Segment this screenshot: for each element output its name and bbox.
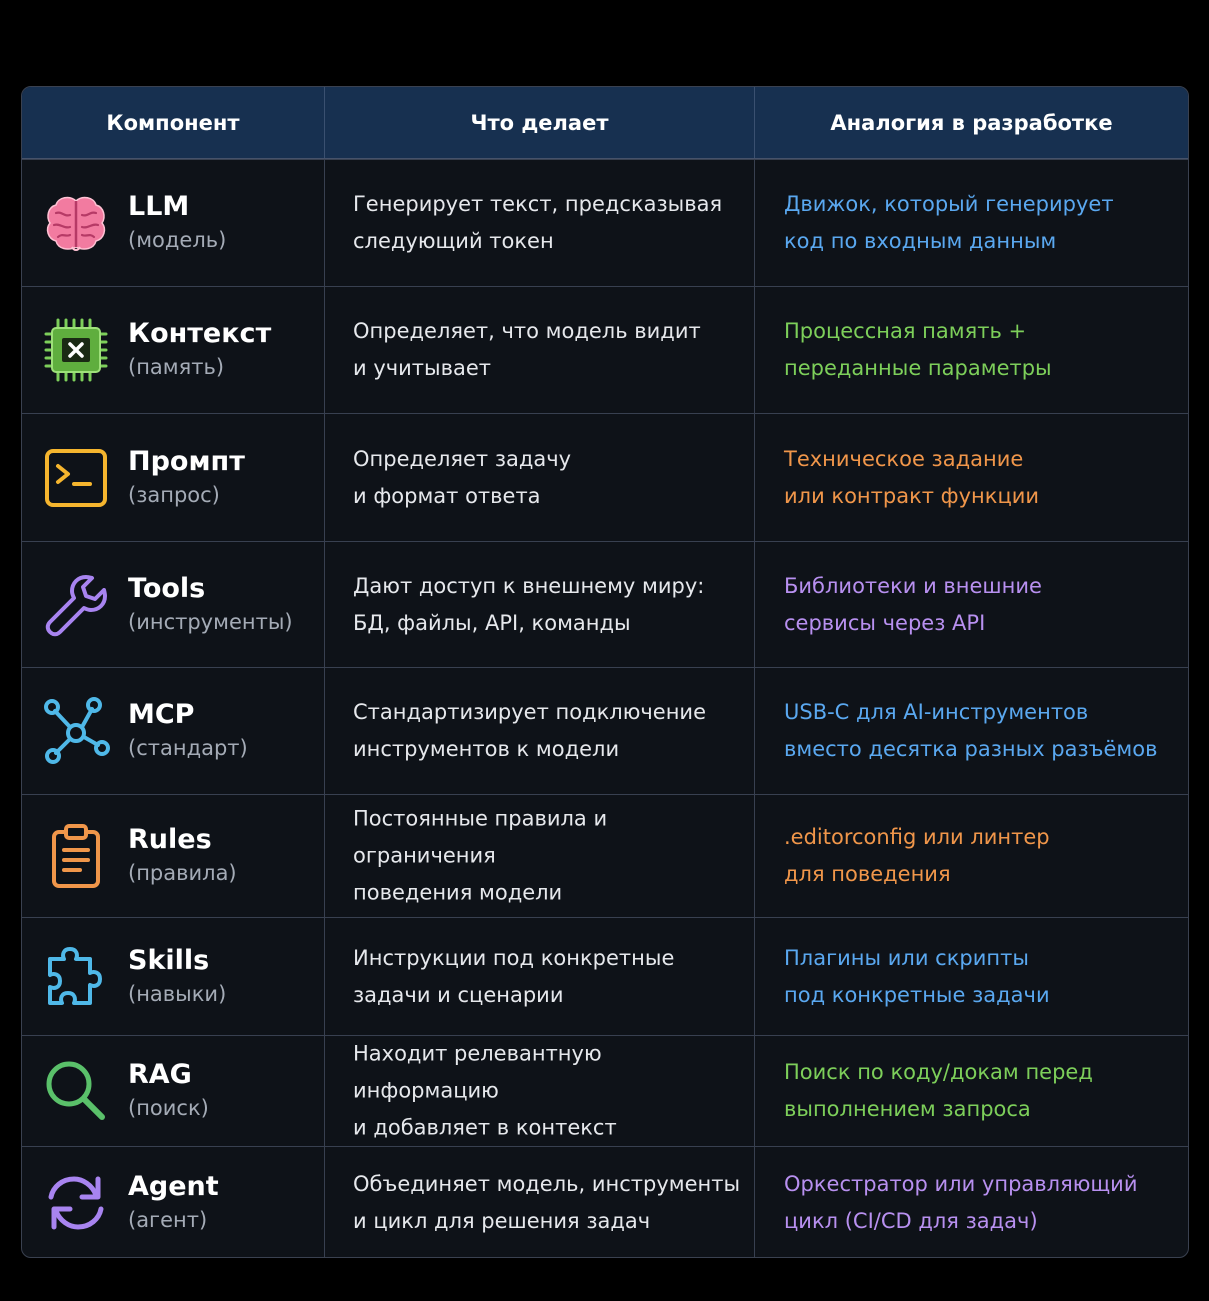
component-title: Промпт bbox=[128, 445, 245, 477]
what-it-does-text: Постоянные правила и ограничения поведен… bbox=[353, 806, 608, 905]
refresh-icon bbox=[42, 1169, 110, 1237]
component-title: Контекст bbox=[128, 318, 272, 349]
component-subtitle: (модель) bbox=[128, 228, 227, 252]
analogy-text: Плагины или скрипты под конкретные задач… bbox=[784, 945, 1050, 1007]
component-subtitle: (запрос) bbox=[128, 482, 220, 507]
what-it-does-text: Инструкции под конкретные задачи и сцена… bbox=[353, 945, 675, 1007]
analogy-text: Движок, который генерирует код по входны… bbox=[784, 192, 1114, 253]
header-what-it-does: Что делает bbox=[325, 87, 755, 158]
analogy-text: .editorconfig или линтер для поведения bbox=[784, 825, 1050, 886]
component-title: LLM bbox=[128, 191, 190, 222]
chip-icon bbox=[42, 316, 110, 384]
clipboard-icon bbox=[42, 822, 110, 890]
analogy-text: Поиск по коду/докам перед выполнением за… bbox=[784, 1060, 1093, 1121]
analogy-text: Техническое задание или контракт функции bbox=[784, 446, 1040, 508]
brain-icon bbox=[42, 189, 110, 257]
component-subtitle: (память) bbox=[128, 355, 225, 379]
component-subtitle: (поиск) bbox=[128, 1096, 209, 1120]
table-row: Промпт (запрос) Определяет задачу и форм… bbox=[22, 413, 1188, 541]
table-row: Rules (правила) Постоянные правила и огр… bbox=[22, 794, 1188, 917]
table-row: MCP (стандарт) Стандартизирует подключен… bbox=[22, 667, 1188, 794]
component-subtitle: (навыки) bbox=[128, 981, 227, 1006]
component-title: MCP bbox=[128, 699, 195, 730]
component-title: Skills bbox=[128, 944, 210, 976]
table-row: Agent (агент) Объединяет модель, инструм… bbox=[22, 1146, 1188, 1257]
components-table: Компонент Что делает Аналогия в разработ… bbox=[21, 86, 1189, 1258]
analogy-text: Оркестратор или управляющий цикл (CI/CD … bbox=[784, 1172, 1138, 1233]
component-title: Rules bbox=[128, 824, 212, 855]
what-it-does-text: Находит релевантную информацию и добавля… bbox=[353, 1041, 617, 1140]
what-it-does-text: Объединяет модель, инструменты и цикл дл… bbox=[353, 1172, 741, 1233]
what-it-does-text: Дают доступ к внешнему миру: БД, файлы, … bbox=[353, 573, 705, 635]
component-title: Agent bbox=[128, 1171, 219, 1202]
table-row: Tools (инструменты) Дают доступ к внешне… bbox=[22, 541, 1188, 667]
component-subtitle: (агент) bbox=[128, 1208, 208, 1232]
table-row: RAG (поиск) Находит релевантную информац… bbox=[22, 1035, 1188, 1146]
puzzle-icon bbox=[42, 943, 110, 1011]
what-it-does-text: Генерирует текст, предсказывая следующий… bbox=[353, 192, 723, 253]
component-subtitle: (правила) bbox=[128, 861, 237, 885]
what-it-does-text: Определяет, что модель видит и учитывает bbox=[353, 319, 701, 380]
network-icon bbox=[42, 697, 110, 765]
component-title: RAG bbox=[128, 1059, 192, 1090]
component-title: Tools bbox=[128, 572, 206, 604]
table-row: LLM (модель) Генерирует текст, предсказы… bbox=[22, 159, 1188, 286]
what-it-does-text: Определяет задачу и формат ответа bbox=[353, 446, 572, 508]
table-row: Skills (навыки) Инструкции под конкретны… bbox=[22, 917, 1188, 1035]
what-it-does-text: Стандартизирует подключение инструментов… bbox=[353, 700, 707, 761]
search-icon bbox=[42, 1057, 110, 1125]
component-subtitle: (стандарт) bbox=[128, 736, 248, 760]
table-row: Контекст (память) Определяет, что модель… bbox=[22, 286, 1188, 413]
wrench-icon bbox=[42, 571, 110, 639]
table-header: Компонент Что делает Аналогия в разработ… bbox=[22, 87, 1188, 159]
header-component: Компонент bbox=[22, 87, 325, 158]
terminal-icon bbox=[42, 444, 110, 512]
analogy-text: Процессная память + переданные параметры bbox=[784, 319, 1052, 380]
component-subtitle: (инструменты) bbox=[128, 609, 293, 634]
analogy-text: Библиотеки и внешние сервисы через API bbox=[784, 573, 1042, 635]
header-dev-analogy: Аналогия в разработке bbox=[830, 110, 1113, 135]
analogy-text: USB-C для AI-инструментов вместо десятка… bbox=[784, 700, 1158, 761]
